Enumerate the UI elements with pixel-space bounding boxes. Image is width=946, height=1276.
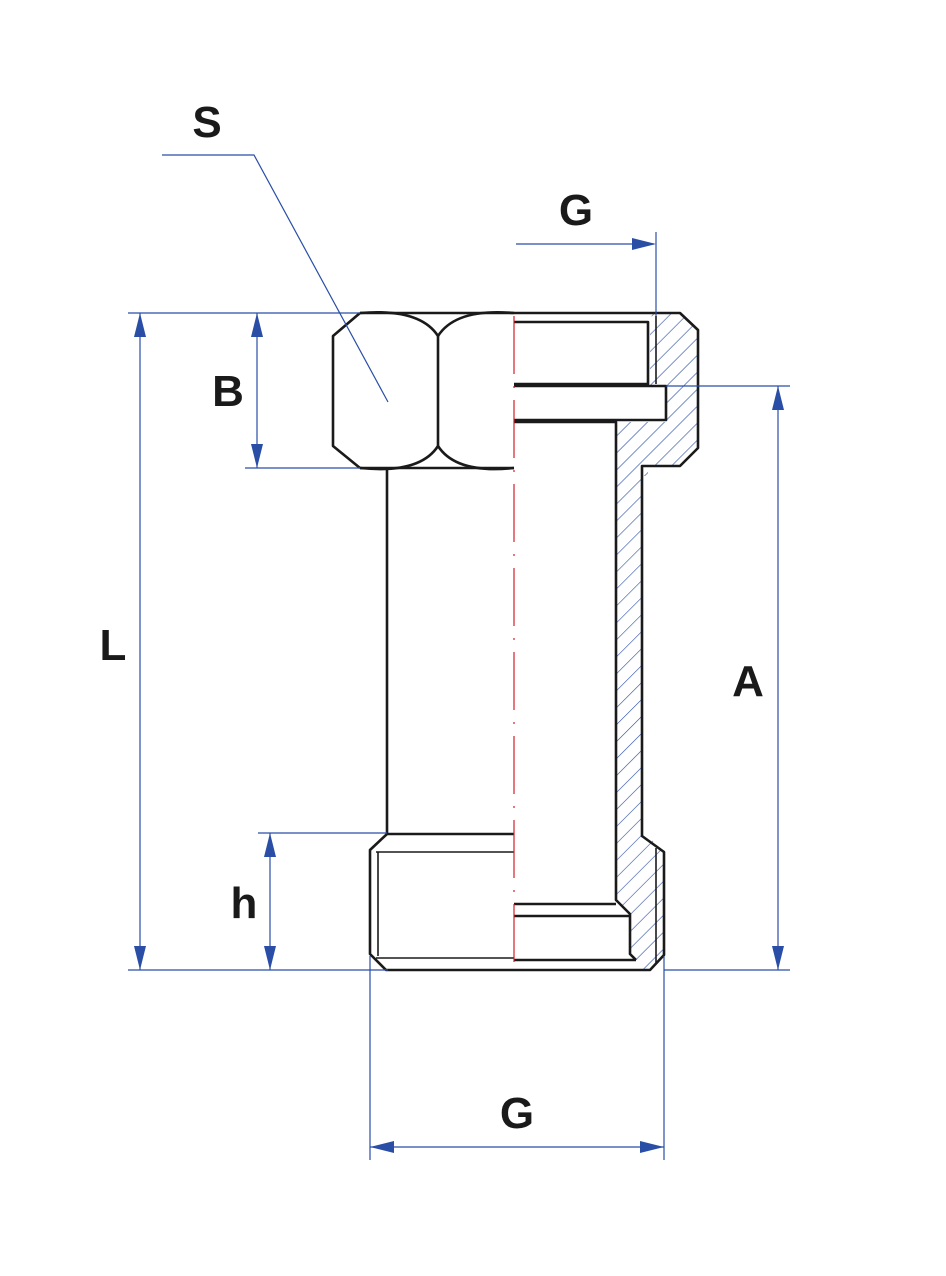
section-hatching <box>616 313 698 970</box>
label-G-top: G <box>559 186 593 235</box>
label-L: L <box>100 621 127 670</box>
section-outline <box>514 311 700 972</box>
label-h: h <box>231 879 258 928</box>
dimension-S <box>162 154 389 403</box>
hex-nut <box>331 311 515 471</box>
label-B: B <box>212 367 244 416</box>
dimension-A <box>664 385 790 971</box>
dimension-L <box>128 312 388 971</box>
dimension-G-top <box>516 232 657 316</box>
label-G-bottom: G <box>500 1089 534 1138</box>
dimension-h <box>258 832 387 970</box>
label-S: S <box>192 98 221 147</box>
dimension-B <box>245 313 360 469</box>
pipe-body <box>385 470 514 836</box>
bottom-thread-end <box>368 833 514 972</box>
dimension-G-bottom <box>369 956 665 1160</box>
label-A: A <box>732 657 764 706</box>
